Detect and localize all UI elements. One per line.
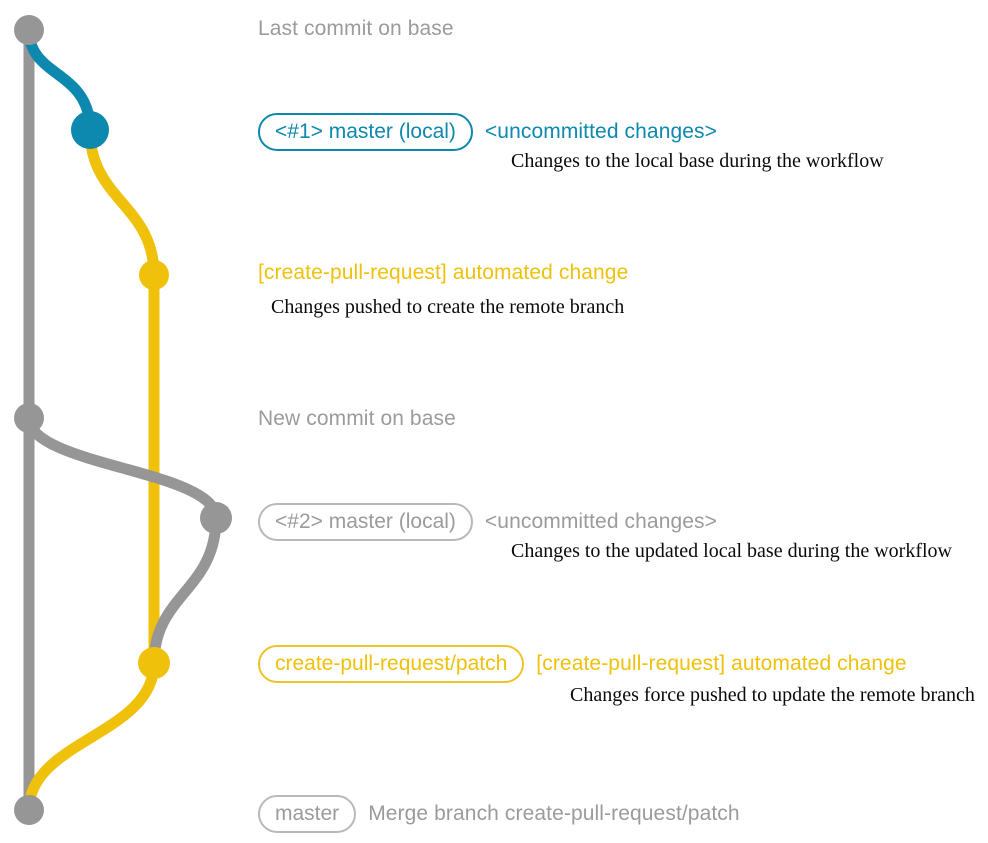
branch-ref-badge[interactable]: <#2> master (local) [258, 503, 473, 541]
commit-message: <uncommitted changes> [484, 510, 717, 533]
graph-nodes [14, 15, 232, 825]
commit-label-row: New commit on base [258, 407, 456, 431]
commit-label-row: <#1> master (local) <uncommitted changes> [258, 113, 717, 151]
commit-node[interactable] [14, 795, 44, 825]
commit-message: Last commit on base [258, 17, 454, 40]
graph-edge [148, 512, 222, 669]
commit-label-row: [create-pull-request] automated change [258, 261, 628, 285]
branch-ref-badge[interactable]: create-pull-request/patch [258, 645, 525, 683]
graph-edge [23, 657, 160, 816]
commit-node[interactable] [138, 647, 170, 679]
commit-node[interactable] [14, 403, 44, 433]
commit-node[interactable] [14, 15, 44, 45]
commit-description: Changes to the local base during the wor… [511, 150, 884, 172]
commit-message: <uncommitted changes> [484, 120, 717, 143]
commit-label-row: <#2> master (local) <uncommitted changes> [258, 503, 717, 541]
branch-ref-badge[interactable]: master [258, 795, 357, 833]
commit-label-row: Last commit on base [258, 17, 454, 41]
commit-description: Changes pushed to create the remote bran… [271, 296, 625, 318]
commit-message: [create-pull-request] automated change [536, 652, 907, 675]
commit-description: Changes to the updated local base during… [511, 540, 952, 562]
commit-description: Changes force pushed to update the remot… [570, 684, 975, 706]
graph-edges [23, 24, 222, 816]
branch-ref-badge[interactable]: <#1> master (local) [258, 113, 473, 151]
commit-label-row: create-pull-request/patch [create-pull-re… [258, 645, 907, 683]
graph-edge [23, 412, 222, 524]
commit-node[interactable] [139, 260, 169, 290]
commit-label-row: master Merge branch create-pull-request/p… [258, 795, 740, 833]
commit-node[interactable] [71, 111, 109, 149]
commit-node[interactable] [200, 502, 232, 534]
graph-edge [84, 124, 160, 281]
commit-message: Merge branch create-pull-request/patch [368, 802, 740, 825]
commit-message: [create-pull-request] automated change [258, 261, 629, 284]
commit-message: New commit on base [258, 407, 456, 430]
